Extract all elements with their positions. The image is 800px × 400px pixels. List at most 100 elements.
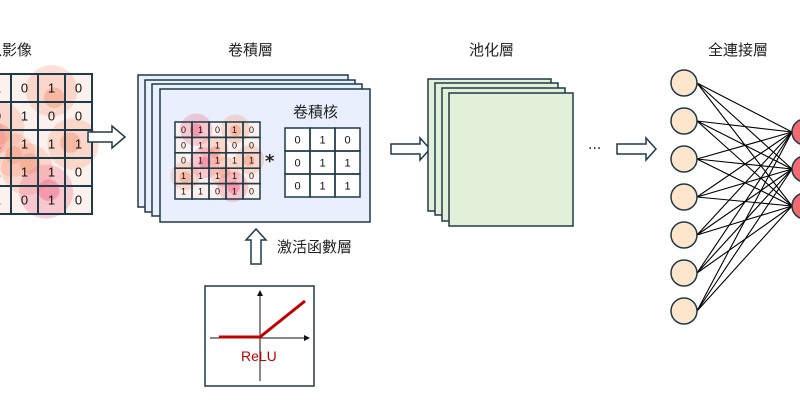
input-grid-cell-value: 0	[21, 193, 28, 208]
kernel-grid-cell-bg	[310, 174, 335, 197]
input-grid-cell-value: 1	[48, 165, 55, 180]
fc-connection	[696, 120, 793, 133]
conv-grid-cell-value: 1	[181, 171, 186, 181]
conv-grid-cell-bg	[192, 137, 209, 153]
input-grid-cell-value: 1	[21, 109, 28, 124]
conv-layer-title: 卷積層	[228, 41, 273, 59]
conv-grid-highlight-core	[218, 165, 231, 179]
fc-connection	[696, 131, 793, 198]
input-grid-cell-value: 1	[0, 193, 1, 208]
conv-grid-highlight-core	[209, 146, 221, 158]
input-grid-cell-bg	[11, 102, 38, 130]
input-grid-cell-bg	[65, 102, 92, 130]
fc-connection	[696, 131, 793, 274]
conv-grid-cell-bg	[209, 183, 226, 199]
fc-input-neuron	[670, 69, 698, 97]
kernel-grid-cell	[334, 173, 361, 198]
input-grid-cell-value: 0	[75, 165, 82, 180]
arrow-conv-to-pool	[390, 136, 432, 162]
conv-grid-highlight-core	[198, 156, 211, 169]
input-grid-cell-bg	[65, 74, 92, 102]
pooling-layer-stack	[427, 78, 574, 227]
input-grid-cell-value: 0	[21, 81, 28, 96]
conv-grid-cell-value: 1	[198, 140, 203, 150]
input-grid-cell-bg	[0, 74, 11, 102]
arrow-pool-to-fc	[616, 136, 658, 162]
conv-grid-cell-value: 1	[215, 156, 220, 166]
input-grid-cell-bg	[0, 130, 11, 158]
kernel-grid-cell-value: 1	[319, 157, 325, 169]
input-grid-cell-bg	[65, 186, 92, 214]
relu-label: ReLU	[241, 348, 277, 364]
input-grid-cell-value: 0	[75, 81, 82, 96]
input-grid-highlight-core	[38, 179, 60, 201]
kernel-grid-cell-bg	[310, 128, 335, 151]
conv-grid-cell-value: 1	[232, 171, 237, 181]
conv-grid-cell-value: 1	[232, 125, 237, 135]
input-grid-cell-value: 1	[21, 165, 28, 180]
kernel-grid-cell-bg	[285, 151, 310, 174]
kernel-grid-cell-bg	[285, 174, 310, 197]
conv-grid-cell-value: 1	[198, 187, 203, 197]
arrow-activation-to-conv	[244, 227, 268, 265]
conv-grid-cell-bg	[175, 152, 192, 169]
fc-connection	[696, 131, 793, 312]
input-grid-cell-value: 1	[0, 137, 1, 152]
relu-plot: ReLU	[204, 285, 315, 387]
input-grid-cell-value: 1	[48, 137, 55, 152]
fc-connection	[696, 82, 793, 133]
conv-grid-cell-value: 0	[181, 140, 186, 150]
conv-grid-highlight-core	[243, 154, 255, 167]
conv-grid-cell-bg	[243, 137, 260, 153]
conv-grid-cell-value: 0	[249, 140, 254, 150]
input-grid-cell-value: 1	[21, 137, 28, 152]
conv-grid-cell-bg	[243, 122, 260, 138]
input-grid-cell-value: 1	[0, 81, 1, 96]
conv-grid-cell-value: 0	[249, 171, 254, 181]
fc-neurons	[670, 69, 800, 325]
relu-curve	[219, 299, 306, 339]
input-grid-cell-bg	[0, 186, 11, 214]
input-grid-cell-value: 0	[75, 193, 82, 208]
fc-output-neuron	[791, 156, 800, 182]
conv-grid-cell-value: 1	[215, 140, 220, 150]
conv-grid-highlight-core	[189, 123, 203, 137]
input-image-title: 輸入影像	[0, 41, 32, 59]
conv-grid-cell-bg	[226, 152, 243, 169]
fc-input-neuron	[670, 221, 698, 249]
conv-grid-cell-bg	[175, 137, 192, 153]
kernel-grid-cell-value: 0	[294, 180, 300, 192]
conv-grid-cell-value: 0	[181, 156, 186, 166]
input-grid-highlight-core	[5, 146, 23, 164]
conv-grid-cell-value: 1	[198, 171, 203, 181]
conv-grid-cell-value: 1	[232, 156, 237, 166]
kernel-grid-cell-value: 1	[344, 157, 350, 169]
multiply-symbol: *	[265, 151, 275, 172]
kernel-grid-cell-value: 0	[294, 134, 300, 146]
conv-grid-cell-bg	[243, 183, 260, 199]
activation-layer-label: 激活函數層	[277, 238, 352, 256]
kernel-grid-cell-value: 1	[344, 180, 350, 192]
pooling-layer-title: 池化層	[469, 41, 514, 59]
relu-x-axis-arrow	[304, 335, 310, 341]
fc-output-neuron	[791, 119, 800, 145]
conv-grid-cell-value: 1	[232, 187, 237, 197]
pool-feature-map-front	[448, 92, 574, 227]
fc-connection	[696, 205, 793, 312]
conv-grid-highlight-core	[179, 171, 191, 184]
ellipsis: ···	[588, 141, 601, 157]
conv-grid-cell-bg	[175, 183, 192, 199]
arrow-input-to-conv	[87, 124, 127, 150]
input-grid-cell-value: 0	[48, 109, 55, 124]
fully-connected-title: 全連接層	[708, 41, 768, 59]
input-grid-cell-bg	[11, 74, 38, 102]
fc-input-neuron	[670, 297, 698, 325]
conv-grid-highlight-core	[229, 124, 242, 137]
conv-grid-cell-bg	[243, 168, 260, 184]
conv-grid-cell-value: 0	[181, 125, 186, 135]
conv-grid-cell-value: 1	[181, 187, 186, 197]
kernel-grid-cell-bg	[335, 151, 360, 174]
kernel-grid-cell-value: 0	[294, 157, 300, 169]
